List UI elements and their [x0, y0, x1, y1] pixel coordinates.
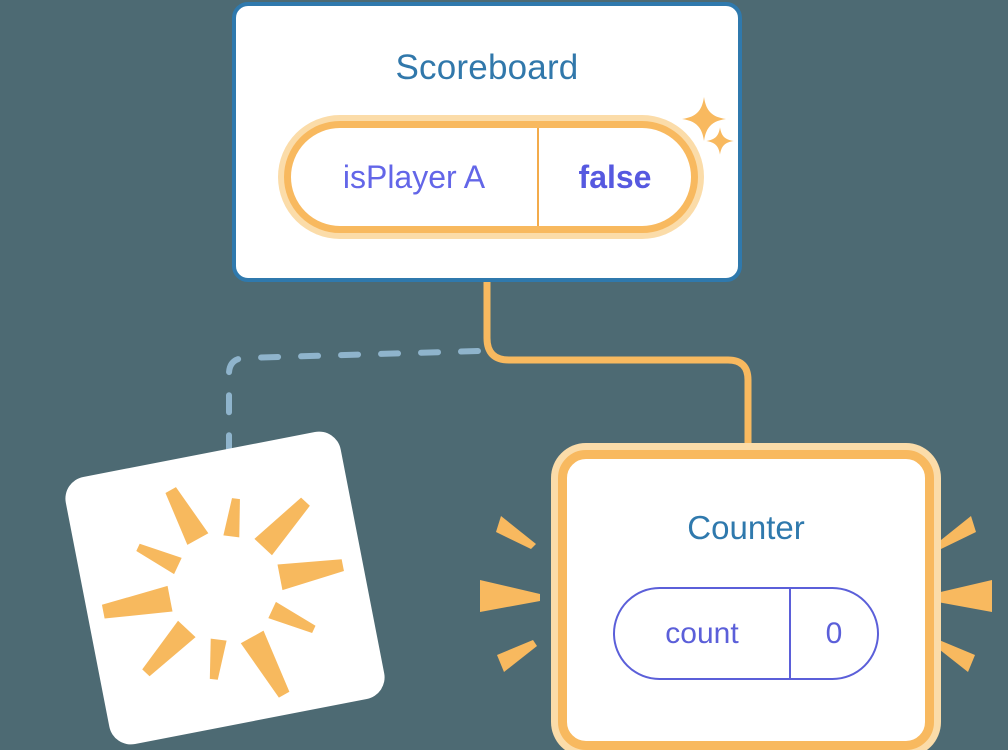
rerender-flash-card[interactable]	[61, 427, 389, 749]
counter-state-value: 0	[825, 616, 843, 650]
counter-state-pill[interactable]: count 0	[613, 587, 879, 680]
scoreboard-card[interactable]: Scoreboard isPlayer A false	[232, 2, 742, 282]
counter-flash-rays-right-icon	[932, 516, 992, 672]
counter-state-key: count	[615, 589, 791, 678]
connector-solid-to-counter	[483, 282, 752, 462]
counter-flash-rays-left-icon	[480, 516, 540, 672]
counter-title: Counter	[687, 509, 805, 546]
scoreboard-state-value: false	[578, 158, 652, 195]
scoreboard-state-pill[interactable]: isPlayer A false	[284, 121, 698, 233]
rerender-burst-icon	[101, 487, 344, 698]
sparkle-small-icon	[706, 127, 734, 155]
scoreboard-state-key: isPlayer A	[291, 128, 539, 226]
sparkle-large-icon	[682, 97, 726, 141]
scoreboard-title: Scoreboard	[395, 48, 579, 87]
counter-card[interactable]: Counter count 0	[558, 450, 934, 750]
